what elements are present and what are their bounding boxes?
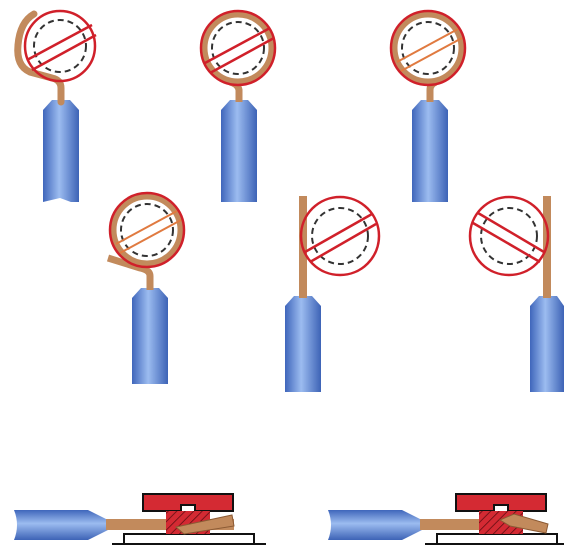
wire-insulation [328,510,422,540]
insulation-taper [132,288,168,298]
screw-outline [199,9,277,87]
panel-top-row-2 [199,9,277,202]
copper-wire [14,10,65,106]
copper-wire [420,519,500,530]
wire-insulation [14,510,108,540]
insulation-taper [530,296,564,306]
panel-top-row-1 [14,9,97,205]
insulation-cut-edge [43,198,79,205]
screw-head-dashed [33,19,87,73]
screw-outline [23,9,97,83]
slot-line-a [396,28,459,63]
screw-head-dashed [120,203,174,257]
wire-insulation [412,110,448,202]
slot-line-b [119,219,182,254]
no-symbol-slash-b [209,36,275,75]
screw-head-dashed [480,207,538,265]
clamp-screw-head [455,493,547,512]
insulation-taper [285,296,321,306]
clamp-screw-head [142,493,234,512]
insulation-taper [221,100,257,110]
no-symbol-slash-a [477,211,545,254]
clamp-base-plate [436,533,558,545]
no-symbol-slash-a [304,212,373,254]
clamp-base-plate [123,533,255,545]
panel-bottom-1 [14,493,266,545]
insulation-taper [412,100,448,110]
screw-head-dashed [311,207,369,265]
no-symbol-slash-a [26,23,93,62]
wire-insulation [132,298,168,384]
slot-line-b [400,37,463,72]
copper-wire-tip [174,514,235,535]
copper-wire-bent-tip [498,513,549,534]
wire-insulation [43,110,79,202]
no-symbol-slash-b [309,222,377,264]
copper-wire [106,254,154,290]
copper-loop [200,10,276,86]
wire-insulation [285,306,321,392]
panel-mid-row-3 [468,195,564,392]
screw-head-dashed [401,21,455,75]
slot-line-a [115,210,178,245]
panel-mid-row-2 [285,195,381,392]
screw-outline [108,191,186,269]
screw-outline [468,195,550,277]
copper-loop [390,10,466,86]
screw-head-dashed [211,21,265,75]
screw-outline [299,195,381,277]
copper-loop [109,192,185,268]
no-symbol-slash-b [472,221,541,264]
wire-insulation [221,110,257,202]
wire-insulation [530,306,564,392]
panel-top-row-3 [389,9,467,202]
panel-bottom-2 [328,493,564,545]
no-symbol-slash-a [204,26,271,65]
panel-mid-row-1 [106,191,186,384]
no-symbol-slash-b [31,33,97,72]
screw-outline [389,9,467,87]
